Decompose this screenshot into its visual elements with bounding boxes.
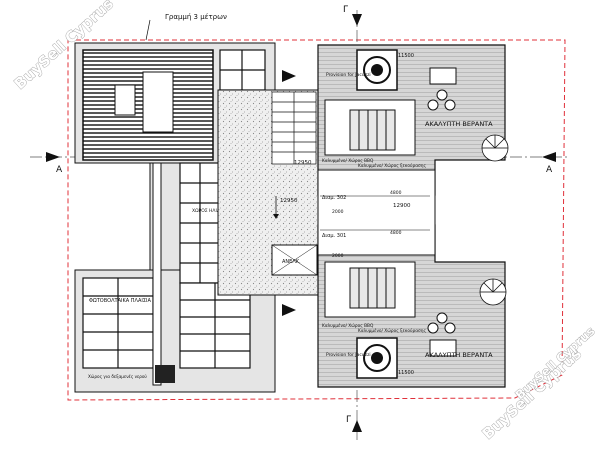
boundary-note-leader [145, 19, 151, 41]
section-label-g-top: Γ [343, 5, 348, 15]
jacuzzi-label-top: Provision for Jacuzzi [326, 72, 371, 78]
section-arrow-a-right [542, 152, 556, 162]
apartment-302-label: Διαμ. 302 [322, 195, 346, 201]
bbq-area-bottom [324, 261, 416, 318]
section-label-a-left: A [56, 165, 63, 175]
veranda-label-bottom: ΑΚΑΛΥΠΤΗ ΒΕΡΑΝΤΑ [425, 351, 493, 359]
section-arrow-b-top [282, 70, 296, 82]
section-label-b-top: B [282, 73, 288, 83]
spiral-stair-bottom [479, 278, 507, 306]
dimension-label-2: 4800 [390, 230, 402, 236]
lounge-furniture-top [427, 67, 457, 111]
lift-cross-b [271, 244, 318, 276]
dimension-label-3: 2000 [332, 209, 344, 215]
solar-panels-label: ΦΩΤΟΒΟΛΤΑΙΚΑ ΠΛΑΙΣΙΑ [89, 298, 151, 304]
section-label-a-right: A [546, 165, 553, 175]
section-arrow-g-top [352, 14, 362, 26]
solar-heater-grid [179, 162, 221, 284]
level-label-5: 11500 [398, 370, 414, 376]
apartment-301-label: Διαμ. 301 [322, 233, 346, 239]
shade-label-top: Καλυμμένο/ Χώρος ξεκούρασης [358, 162, 426, 169]
section-arrow-a-left [46, 152, 60, 162]
lounge-furniture-bottom [427, 312, 457, 357]
lift-label: ΑΝΕΛΚ. [282, 259, 301, 265]
jacuzzi-label-bottom: Provision for Jacuzzi [326, 352, 371, 358]
jacuzzi-bottom [356, 337, 398, 379]
shade-label-bottom: Καλυμμένο/ Χώρος ξεκούρασης [358, 327, 426, 334]
section-arrow-b-bottom [282, 304, 296, 316]
divider-column [152, 162, 162, 386]
dimension-label-4: 2000 [332, 253, 344, 259]
chair-icon [114, 84, 136, 116]
level-label-1: 12950 [294, 160, 312, 166]
section-label-g-bottom: Γ [346, 415, 351, 425]
bbq-area-top [324, 99, 416, 156]
boundary-3m-line [67, 39, 566, 401]
spiral-stair-top [481, 134, 509, 162]
level-label-3: 12900 [393, 203, 411, 209]
stair-flight [271, 91, 317, 165]
bbq-label-bottom: Καλυμμένο/ Χώρος BBQ [322, 322, 374, 329]
stair-arrow-head [273, 214, 279, 219]
section-arrow-g-bottom [352, 420, 362, 432]
water-tank-slot [155, 365, 175, 383]
boundary-note: Γραμμή 3 μέτρων [165, 13, 227, 21]
dining-table-icon [142, 71, 174, 133]
bbq-label-top: Καλυμμένο/ Χώρος BBQ [322, 157, 374, 164]
veranda-label-top: ΑΚΑΛΥΠΤΗ ΒΕΡΑΝΤΑ [425, 120, 493, 128]
water-tanks-label: Χώρος για δεξαμενές νερού [88, 374, 147, 379]
level-label-4: 11500 [398, 53, 414, 59]
section-label-b-bottom: B [282, 307, 288, 317]
jacuzzi-top [356, 49, 398, 91]
service-core-right [317, 169, 436, 256]
level-label-2: 12950 [280, 198, 298, 204]
watermark-right: BuySell Cyprus [513, 324, 598, 402]
dimension-label-1: 4800 [390, 190, 402, 196]
